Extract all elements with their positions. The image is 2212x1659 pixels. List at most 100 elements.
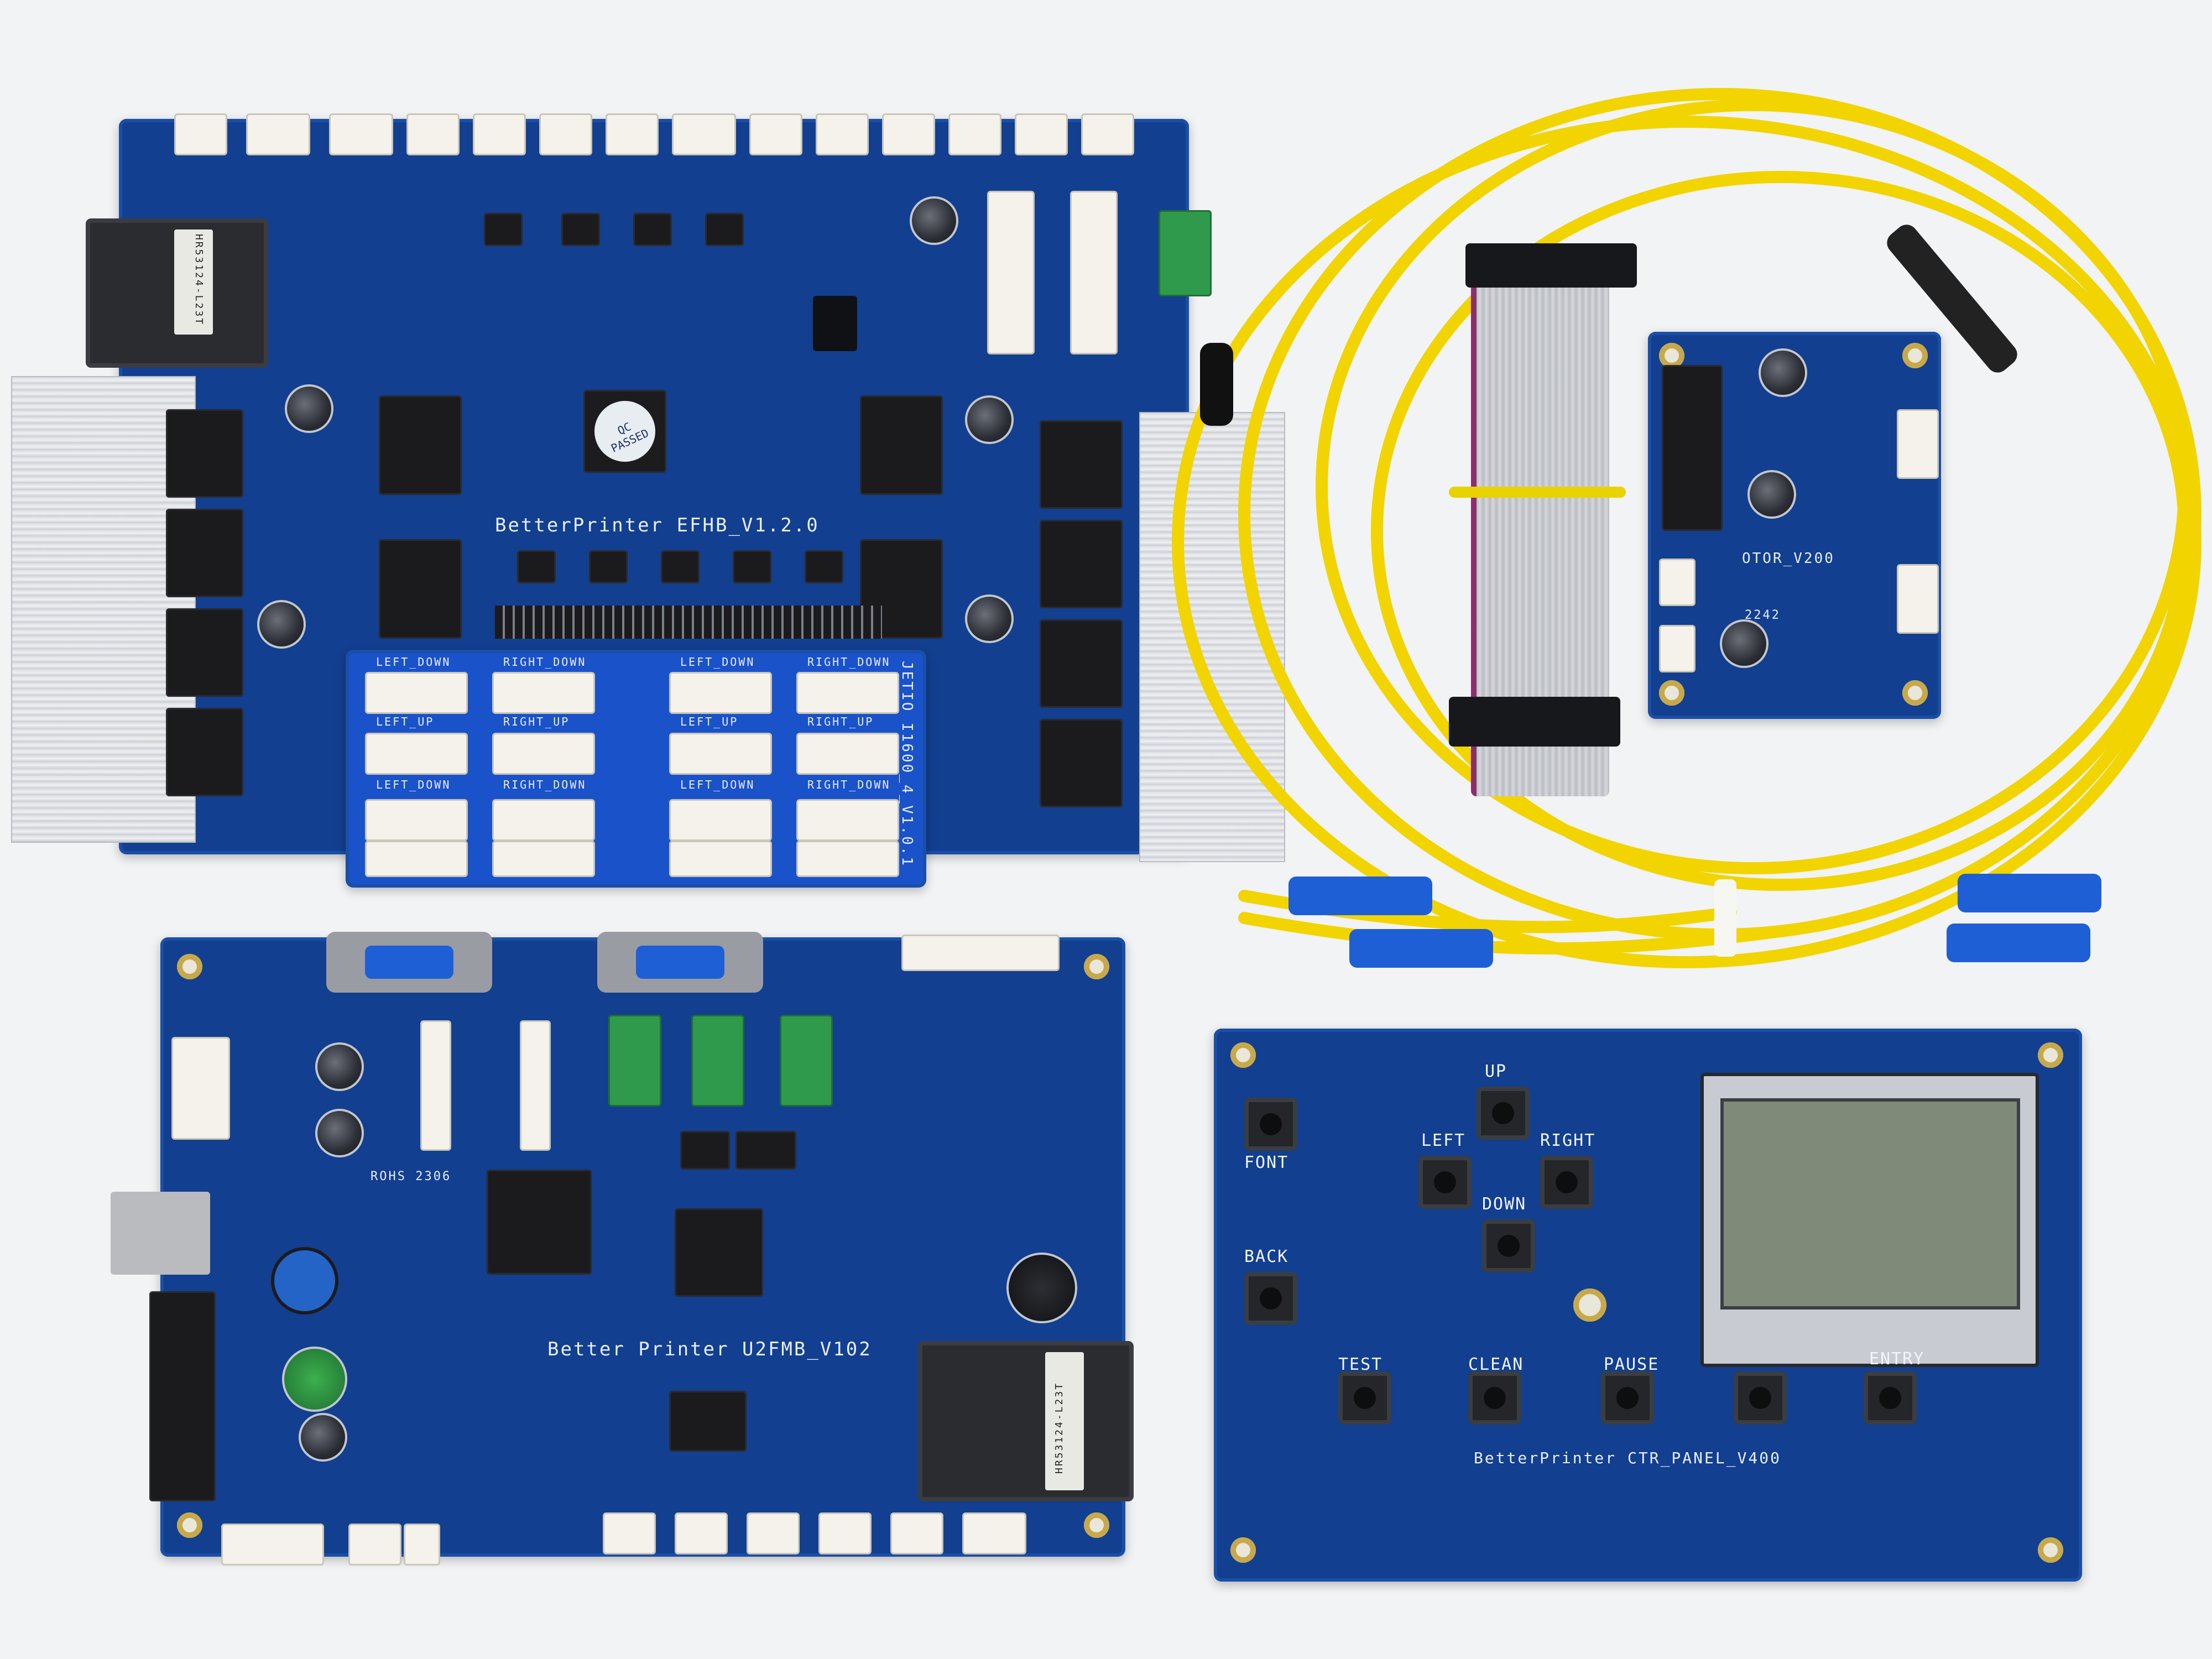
- adapter-port: [365, 672, 468, 714]
- jetio-adapter-board: JETIO I1600_4_V1.0.1 LEFT_DOWN RIGHT_DOW…: [346, 650, 926, 888]
- fiber-connector-blue: [1947, 924, 2090, 962]
- entry-button[interactable]: [1864, 1371, 1917, 1425]
- top-connector: [329, 113, 393, 155]
- mount-hole: [1659, 680, 1684, 706]
- right-label: RIGHT: [1540, 1131, 1596, 1150]
- bottom-connector: [890, 1512, 943, 1554]
- clean-button[interactable]: [1468, 1371, 1521, 1425]
- ribbon-connector: [420, 1020, 451, 1151]
- top-connector: [948, 113, 1001, 155]
- top-connector: [246, 113, 310, 155]
- left-button[interactable]: [1418, 1156, 1472, 1209]
- down-label: DOWN: [1482, 1194, 1527, 1214]
- top-connector: [882, 113, 935, 155]
- adapter-port: [669, 672, 772, 714]
- port-label: RIGHT_UP: [503, 715, 570, 728]
- fiber-module: HR53124-L23T: [86, 218, 268, 368]
- bottom-connector: [747, 1512, 800, 1554]
- u2fmb-board-label: Better Printer U2FMB_V102: [547, 1338, 872, 1360]
- fiber-connector-blue: [1958, 874, 2101, 912]
- small-chip: [661, 550, 700, 583]
- top-connector: [816, 113, 869, 155]
- box-header: [149, 1291, 216, 1501]
- up-button[interactable]: [1477, 1087, 1530, 1140]
- port-label: LEFT_UP: [680, 715, 739, 728]
- top-connector: [901, 935, 1060, 971]
- font-label: FONT: [1244, 1153, 1289, 1172]
- power-transistor: [166, 509, 243, 597]
- port-label: LEFT_DOWN: [680, 778, 755, 791]
- power-terminal: [1159, 210, 1212, 296]
- port-label: RIGHT_DOWN: [807, 655, 891, 669]
- power-transistor: [1040, 719, 1123, 807]
- capacitor: [1747, 470, 1796, 519]
- port-label: RIGHT_DOWN: [503, 655, 587, 669]
- capacitor: [1759, 348, 1807, 397]
- capacitor: [257, 600, 306, 649]
- top-connector: [473, 113, 526, 155]
- small-chip: [805, 550, 843, 583]
- bottom-connector: [404, 1524, 440, 1566]
- driver-chip: [379, 395, 462, 495]
- fiber-module: HR53124-L23T: [918, 1341, 1134, 1501]
- top-connector: [672, 113, 736, 155]
- small-chip: [735, 1131, 796, 1170]
- driver-chip: [379, 539, 462, 639]
- pause-label: PAUSE: [1604, 1355, 1660, 1374]
- adapter-port: [669, 799, 772, 841]
- down-button[interactable]: [1482, 1219, 1535, 1272]
- left-heatsink: [11, 376, 196, 843]
- font-button[interactable]: [1244, 1098, 1297, 1151]
- port-label: RIGHT_DOWN: [807, 778, 891, 791]
- adapter-port: [492, 841, 595, 877]
- capacitor: [282, 1347, 347, 1412]
- seven-segment-display: [813, 296, 857, 351]
- mount-hole: [1902, 343, 1928, 368]
- top-connector: [406, 113, 460, 155]
- bottom-connector: [818, 1512, 872, 1554]
- rubber-band: [1449, 487, 1626, 498]
- adapter-port: [669, 841, 772, 877]
- mount-hole: [1230, 1042, 1256, 1068]
- ribbon-plug: [1465, 243, 1637, 288]
- ribbon-connector: [1070, 191, 1118, 354]
- adapter-port: [796, 672, 899, 714]
- terminal-block: [691, 1015, 744, 1107]
- mount-hole: [2038, 1042, 2063, 1068]
- db-connector-port: [636, 946, 724, 979]
- right-button[interactable]: [1540, 1156, 1593, 1209]
- fiber-boot: [1200, 343, 1233, 426]
- adapter-port: [796, 799, 899, 841]
- motor-connector: [1659, 625, 1695, 672]
- capacitor: [965, 594, 1014, 643]
- test-button[interactable]: [1338, 1371, 1391, 1425]
- bottom-connector: [962, 1512, 1026, 1554]
- power-transistor: [166, 708, 243, 796]
- capacitor: [299, 1413, 347, 1462]
- entry-label: ENTRY: [1869, 1349, 1925, 1369]
- small-chip: [484, 213, 523, 246]
- capacitor: [1720, 619, 1768, 668]
- pause-button-2[interactable]: [1734, 1371, 1787, 1425]
- up-label: UP: [1485, 1062, 1507, 1081]
- fiber-boot: [1887, 225, 2017, 373]
- back-button[interactable]: [1244, 1272, 1297, 1325]
- bottom-connector: [603, 1512, 656, 1554]
- u2fmb-board: HR53124-L23T Better Printer U2FMB_V102 R…: [111, 932, 1134, 1566]
- top-connector: [1015, 113, 1068, 155]
- small-chip: [705, 213, 744, 246]
- capacitor: [910, 196, 958, 245]
- port-label: LEFT_DOWN: [376, 655, 451, 669]
- back-label: BACK: [1244, 1247, 1289, 1266]
- port-label: RIGHT_UP: [807, 715, 874, 728]
- top-connector: [749, 113, 802, 155]
- bottom-connector: [675, 1512, 728, 1554]
- pause-button[interactable]: [1601, 1371, 1654, 1425]
- adapter-port: [492, 733, 595, 775]
- port-label: LEFT_DOWN: [680, 655, 755, 669]
- terminal-block: [780, 1015, 833, 1107]
- mount-hole: [1084, 1512, 1109, 1538]
- port-label: LEFT_DOWN: [376, 778, 451, 791]
- adapter-port: [365, 733, 468, 775]
- bottom-connector: [221, 1524, 324, 1566]
